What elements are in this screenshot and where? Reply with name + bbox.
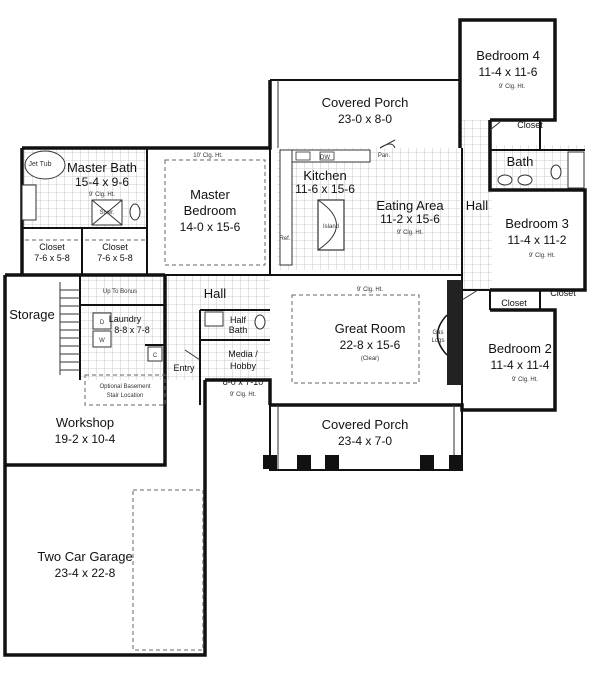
laundry-dim: 8-8 x 7-8 bbox=[114, 325, 150, 335]
kitchen-dim: 11-6 x 15-6 bbox=[295, 182, 355, 196]
media-dim: 8-0 x 7-10 bbox=[223, 377, 264, 387]
bedroom2-dim: 11-4 x 11-4 bbox=[491, 358, 550, 372]
dryer-label: D bbox=[100, 320, 105, 326]
half-bath-name1: Half bbox=[230, 315, 247, 325]
porch-bottom-name: Covered Porch bbox=[322, 417, 409, 432]
closet-b2-name: Closet bbox=[501, 298, 527, 308]
great-room-clg: 9' Clg. Ht. bbox=[357, 287, 383, 293]
garage-bay bbox=[132, 489, 204, 651]
media-name1: Media / bbox=[228, 349, 258, 359]
pantry-label: Pan. bbox=[378, 153, 391, 159]
coat-label: C bbox=[153, 353, 158, 359]
great-room-name: Great Room bbox=[335, 321, 406, 336]
bedroom2-name: Bedroom 2 bbox=[488, 341, 552, 356]
closet-b3-name: Closet bbox=[550, 288, 576, 298]
laundry-name: Laundry bbox=[109, 314, 142, 324]
bedroom3-name: Bedroom 3 bbox=[505, 216, 569, 231]
closet-b4-name: Closet bbox=[517, 120, 543, 130]
bath-name: Bath bbox=[507, 154, 534, 169]
hall-right-name: Hall bbox=[466, 198, 489, 213]
optional-basement: Optional Basement bbox=[99, 384, 150, 390]
entry-name: Entry bbox=[173, 363, 195, 373]
wall-south-center bbox=[205, 378, 272, 405]
gas-logs-1: Gas bbox=[432, 330, 443, 336]
hall-right-floor bbox=[462, 120, 492, 290]
hall-center-name: Hall bbox=[204, 286, 227, 301]
dw-label: DW bbox=[320, 155, 330, 161]
jet-tub-label: Jet Tub bbox=[29, 161, 52, 168]
master-bath-clg: 9' Clg. Ht. bbox=[89, 192, 115, 198]
bedroom4-name: Bedroom 4 bbox=[476, 48, 540, 63]
jet-tub bbox=[24, 150, 66, 180]
kitchen-floor bbox=[277, 148, 460, 270]
porch-top-dim: 23-0 x 8-0 bbox=[338, 112, 392, 126]
closet-left-dim: 7-6 x 5-8 bbox=[34, 253, 70, 263]
closet-mid-name: Closet bbox=[102, 242, 128, 252]
kitchen-name: Kitchen bbox=[303, 168, 346, 183]
dryer bbox=[92, 312, 112, 330]
porch-bottom-dim: 23-4 x 7-0 bbox=[338, 434, 392, 448]
media-name2: Hobby bbox=[230, 361, 257, 371]
island-label: Island bbox=[323, 224, 339, 230]
master-bath-dim: 15-4 x 9-6 bbox=[75, 175, 129, 189]
master-bedroom-name1: Master bbox=[190, 187, 230, 202]
bedroom2-clg: 9' Clg. Ht. bbox=[512, 377, 538, 383]
porch-top-name: Covered Porch bbox=[322, 95, 409, 110]
workshop-dim: 19-2 x 10-4 bbox=[55, 432, 116, 446]
bedroom3-clg: 9' Clg. Ht. bbox=[529, 253, 555, 259]
half-bath-name2: Bath bbox=[229, 325, 248, 335]
washer bbox=[92, 330, 112, 348]
master-rug bbox=[164, 159, 266, 266]
bedroom4-dim: 11-4 x 11-6 bbox=[479, 65, 538, 79]
wall-bedroom3 bbox=[488, 120, 587, 292]
fireplace bbox=[447, 280, 462, 385]
wall-bedroom4 bbox=[458, 18, 557, 148]
great-room-rug bbox=[291, 294, 420, 384]
great-room-note: (Clear) bbox=[361, 356, 379, 362]
closet-left-name: Closet bbox=[39, 242, 65, 252]
shower-label: Shwr. bbox=[99, 210, 114, 216]
stairs bbox=[59, 282, 80, 375]
eating-area-name: Eating Area bbox=[376, 198, 444, 213]
hall-floor bbox=[165, 275, 270, 380]
washer-label: W bbox=[99, 338, 105, 344]
bedroom3-dim: 11-4 x 11-2 bbox=[508, 233, 567, 247]
master-bedroom-clg: 10' Clg. Ht. bbox=[193, 153, 223, 159]
ref-label: Ref. bbox=[279, 236, 290, 242]
master-bedroom-dim: 14-0 x 15-6 bbox=[180, 220, 241, 234]
gas-logs-2: Logs bbox=[431, 338, 444, 344]
stair-location: Stair Location bbox=[107, 393, 144, 399]
kitchen-island bbox=[317, 199, 345, 251]
workshop-name: Workshop bbox=[56, 415, 114, 430]
optional-stair-box bbox=[84, 374, 166, 406]
storage-name: Storage bbox=[9, 307, 55, 322]
master-bedroom-name2: Bedroom bbox=[184, 203, 237, 218]
wall-workshop bbox=[5, 275, 167, 467]
master-bath-name: Master Bath bbox=[67, 160, 137, 175]
garage-dim: 23-4 x 22-8 bbox=[55, 566, 116, 580]
up-to-bonus: Up To Bonus bbox=[103, 289, 137, 295]
media-clg: 9' Clg. Ht. bbox=[230, 392, 256, 398]
garage-name: Two Car Garage bbox=[37, 549, 132, 564]
bedroom4-clg: 9' Clg. Ht. bbox=[499, 84, 525, 90]
wall-bedroom2 bbox=[270, 308, 557, 412]
eating-area-dim: 11-2 x 15-6 bbox=[380, 212, 440, 226]
closet-mid-dim: 7-6 x 5-8 bbox=[97, 253, 133, 263]
eating-area-clg: 9' Clg. Ht. bbox=[397, 230, 423, 236]
porch-bottom-outline bbox=[269, 405, 463, 471]
great-room-dim: 22-8 x 15-6 bbox=[340, 338, 401, 352]
wall-north-left bbox=[22, 80, 272, 150]
